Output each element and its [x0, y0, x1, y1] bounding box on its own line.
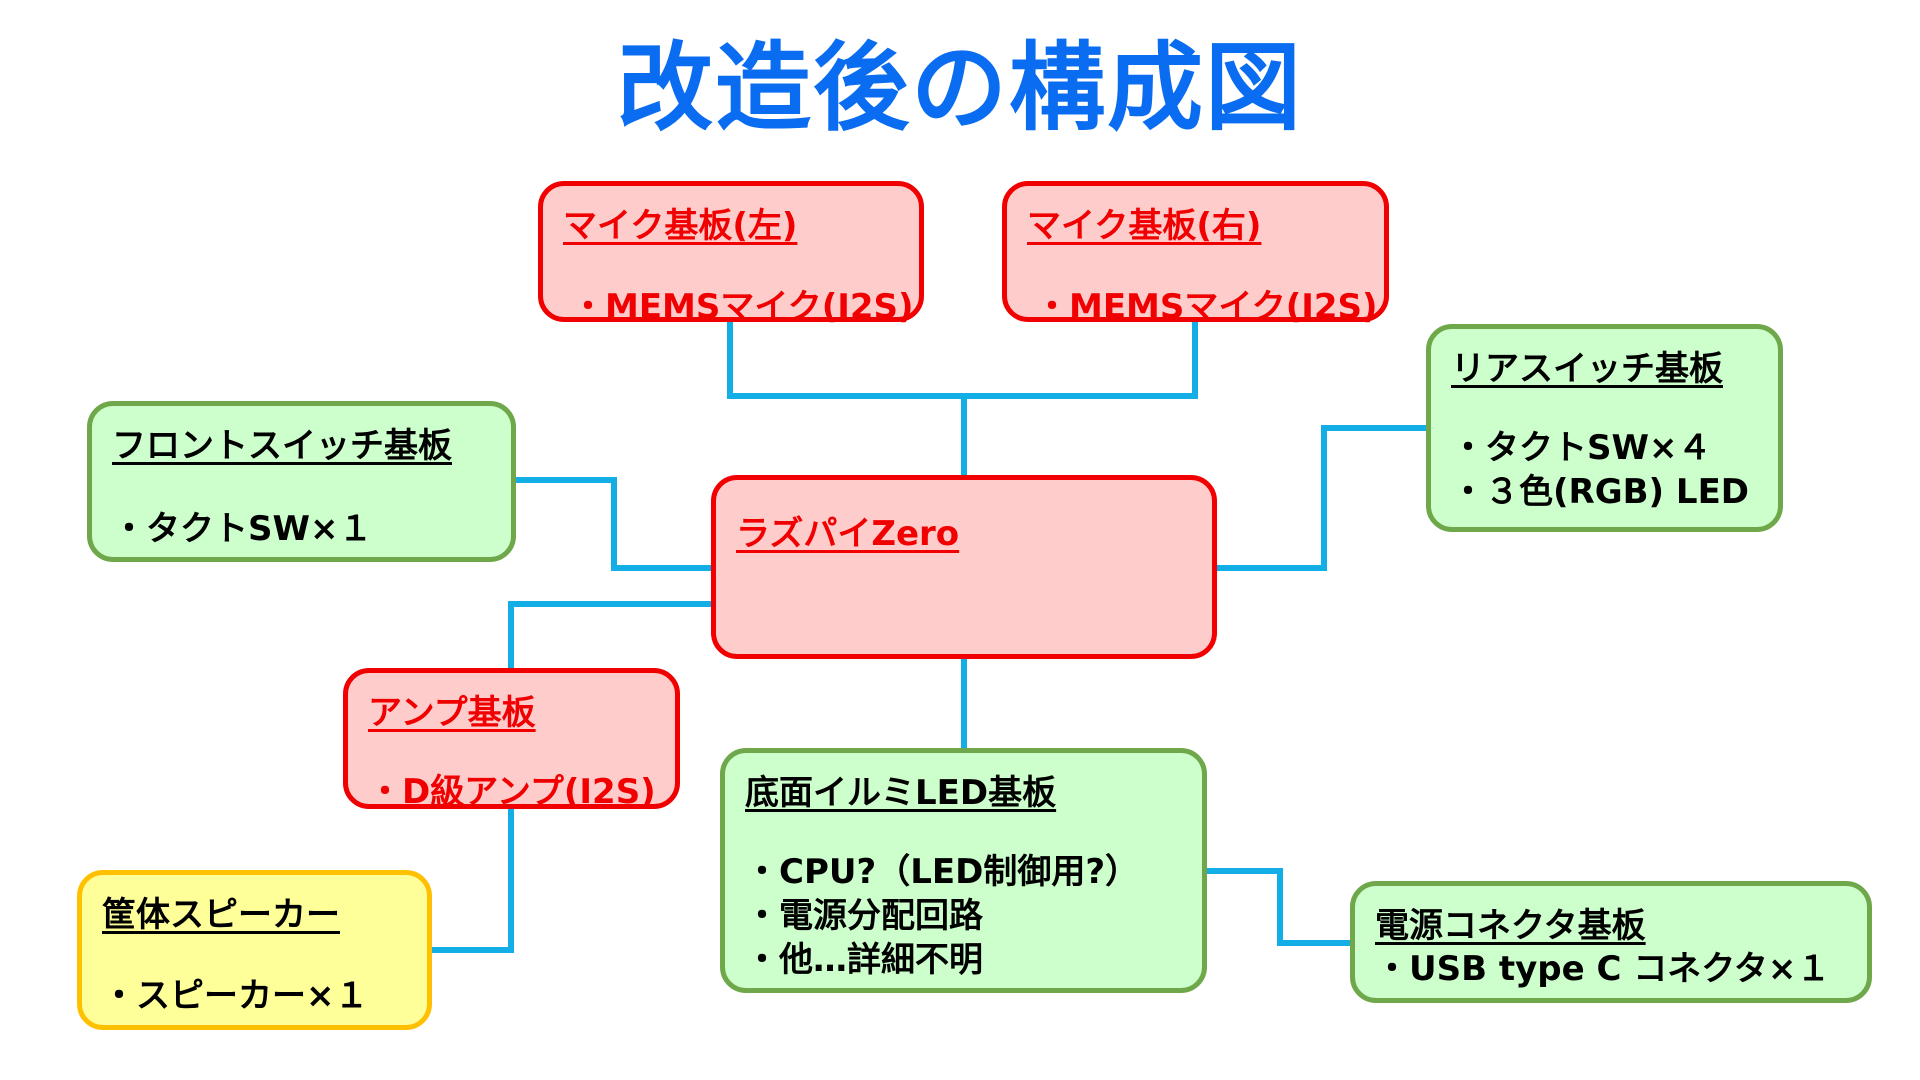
diagram-title: 改造後の構成図 [617, 32, 1303, 144]
node-item: D級アンプ(I2S) [368, 770, 656, 814]
node-front-switch: フロントスイッチ基板 タクトSW×１ [87, 401, 516, 562]
wire-amp [508, 601, 711, 668]
node-speaker: 筐体スピーカー スピーカー×１ [77, 870, 432, 1030]
node-title: ラズパイZero [736, 514, 960, 554]
node-title: マイク基板(左) [563, 206, 798, 246]
node-item: MEMSマイク(I2S) [1027, 285, 1378, 329]
node-item: CPU?（LED制御用?） [745, 850, 1182, 894]
node-title: マイク基板(右) [1027, 206, 1262, 246]
node-raspi: ラズパイZero [711, 475, 1217, 659]
node-item: ３色(RGB) LED [1451, 470, 1758, 514]
node-item: 他…詳細不明 [745, 938, 1182, 982]
node-title: リアスイッチ基板 [1451, 349, 1723, 389]
node-item: USB type C コネクタ×１ [1375, 947, 1847, 991]
node-amp: アンプ基板 D級アンプ(I2S) [343, 668, 680, 812]
node-title: アンプ基板 [368, 693, 536, 733]
node-item: スピーカー×１ [102, 974, 407, 1018]
node-item: タクトSW×４ [1451, 426, 1758, 470]
node-item: タクトSW×１ [112, 507, 491, 551]
wire-front-switch [516, 477, 711, 571]
node-title: 筐体スピーカー [102, 895, 340, 935]
node-item: 電源分配回路 [745, 894, 1182, 938]
node-mic-left: マイク基板(左) MEMSマイク(I2S) [538, 181, 924, 327]
wire-mic-left [727, 322, 1198, 399]
wire-power [1207, 868, 1350, 946]
node-title: 電源コネクタ基板 [1375, 906, 1646, 946]
wire-rear-switch [1217, 425, 1426, 571]
node-power: 電源コネクタ基板 USB type C コネクタ×１ [1350, 881, 1872, 1003]
node-mic-right: マイク基板(右) MEMSマイク(I2S) [1002, 181, 1389, 327]
node-item: MEMSマイク(I2S) [563, 285, 914, 329]
node-rear-switch: リアスイッチ基板 タクトSW×４ ３色(RGB) LED [1426, 324, 1783, 532]
node-bottom-led: 底面イルミLED基板 CPU?（LED制御用?） 電源分配回路 他…詳細不明 [720, 748, 1207, 993]
node-title: 底面イルミLED基板 [745, 773, 1057, 813]
wire-speaker [432, 809, 514, 953]
node-title: フロントスイッチ基板 [112, 426, 452, 466]
